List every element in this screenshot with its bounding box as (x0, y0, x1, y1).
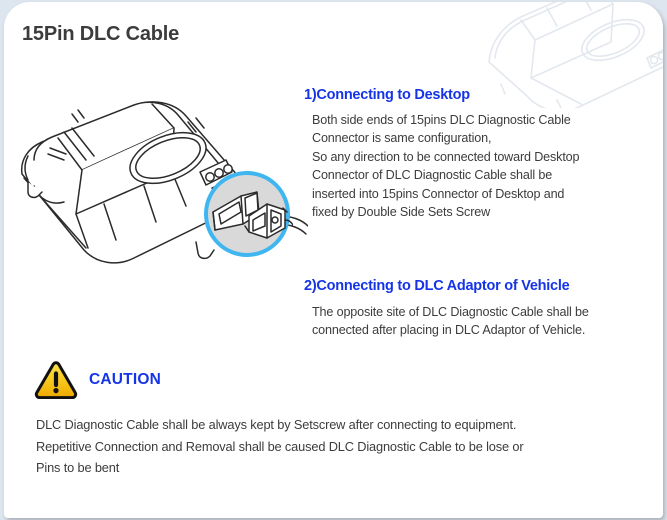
caution-body: DLC Diagnostic Cable shall be always kep… (34, 414, 644, 479)
caution-header: CAUTION (34, 360, 644, 400)
diagnostic-device-illustration (20, 101, 308, 264)
section-1-line-3: So any direction to be connected toward … (312, 149, 580, 164)
section-1-line-5: inserted into 15pins Connector of Deskto… (312, 186, 565, 201)
caution-label: CAUTION (89, 371, 162, 388)
section-connecting-to-dlc-adaptor: 2)Connecting to DLC Adaptor of Vehicle T… (304, 278, 656, 340)
section-2-line-2: connected after placing in DLC Adaptor o… (312, 323, 586, 338)
section-1-body: Both side ends of 15pins DLC Diagnostic … (304, 111, 656, 221)
content-card: 15Pin DLC Cable (4, 2, 663, 518)
caution-line-2: Repetitive Connection and Removal shall … (36, 438, 524, 454)
section-connecting-to-desktop: 1)Connecting to Desktop Both side ends o… (304, 87, 656, 221)
section-1-line-2: Connector is same configuration, (312, 131, 492, 146)
caution-block: CAUTION DLC Diagnostic Cable shall be al… (34, 360, 644, 479)
section-2-line-1: The opposite site of DLC Diagnostic Cabl… (312, 305, 589, 319)
section-1-line-4: Connector of DLC Diagnostic Cable shall … (312, 168, 553, 183)
section-1-line-6: fixed by Double Side Sets Screw (312, 205, 491, 220)
warning-triangle-icon (34, 361, 78, 399)
caution-line-1: DLC Diagnostic Cable shall be always kep… (36, 417, 517, 432)
page-title: 15Pin DLC Cable (22, 23, 180, 45)
section-2-heading: 2)Connecting to DLC Adaptor of Vehicle (304, 278, 570, 294)
section-2-body: The opposite site of DLC Diagnostic Cabl… (304, 303, 656, 340)
section-1-heading: 1)Connecting to Desktop (304, 87, 470, 103)
section-1-line-1: Both side ends of 15pins DLC Diagnostic … (312, 113, 571, 127)
caution-line-3: Pins to be bent (36, 460, 120, 475)
connector-highlight-circle (204, 171, 293, 257)
